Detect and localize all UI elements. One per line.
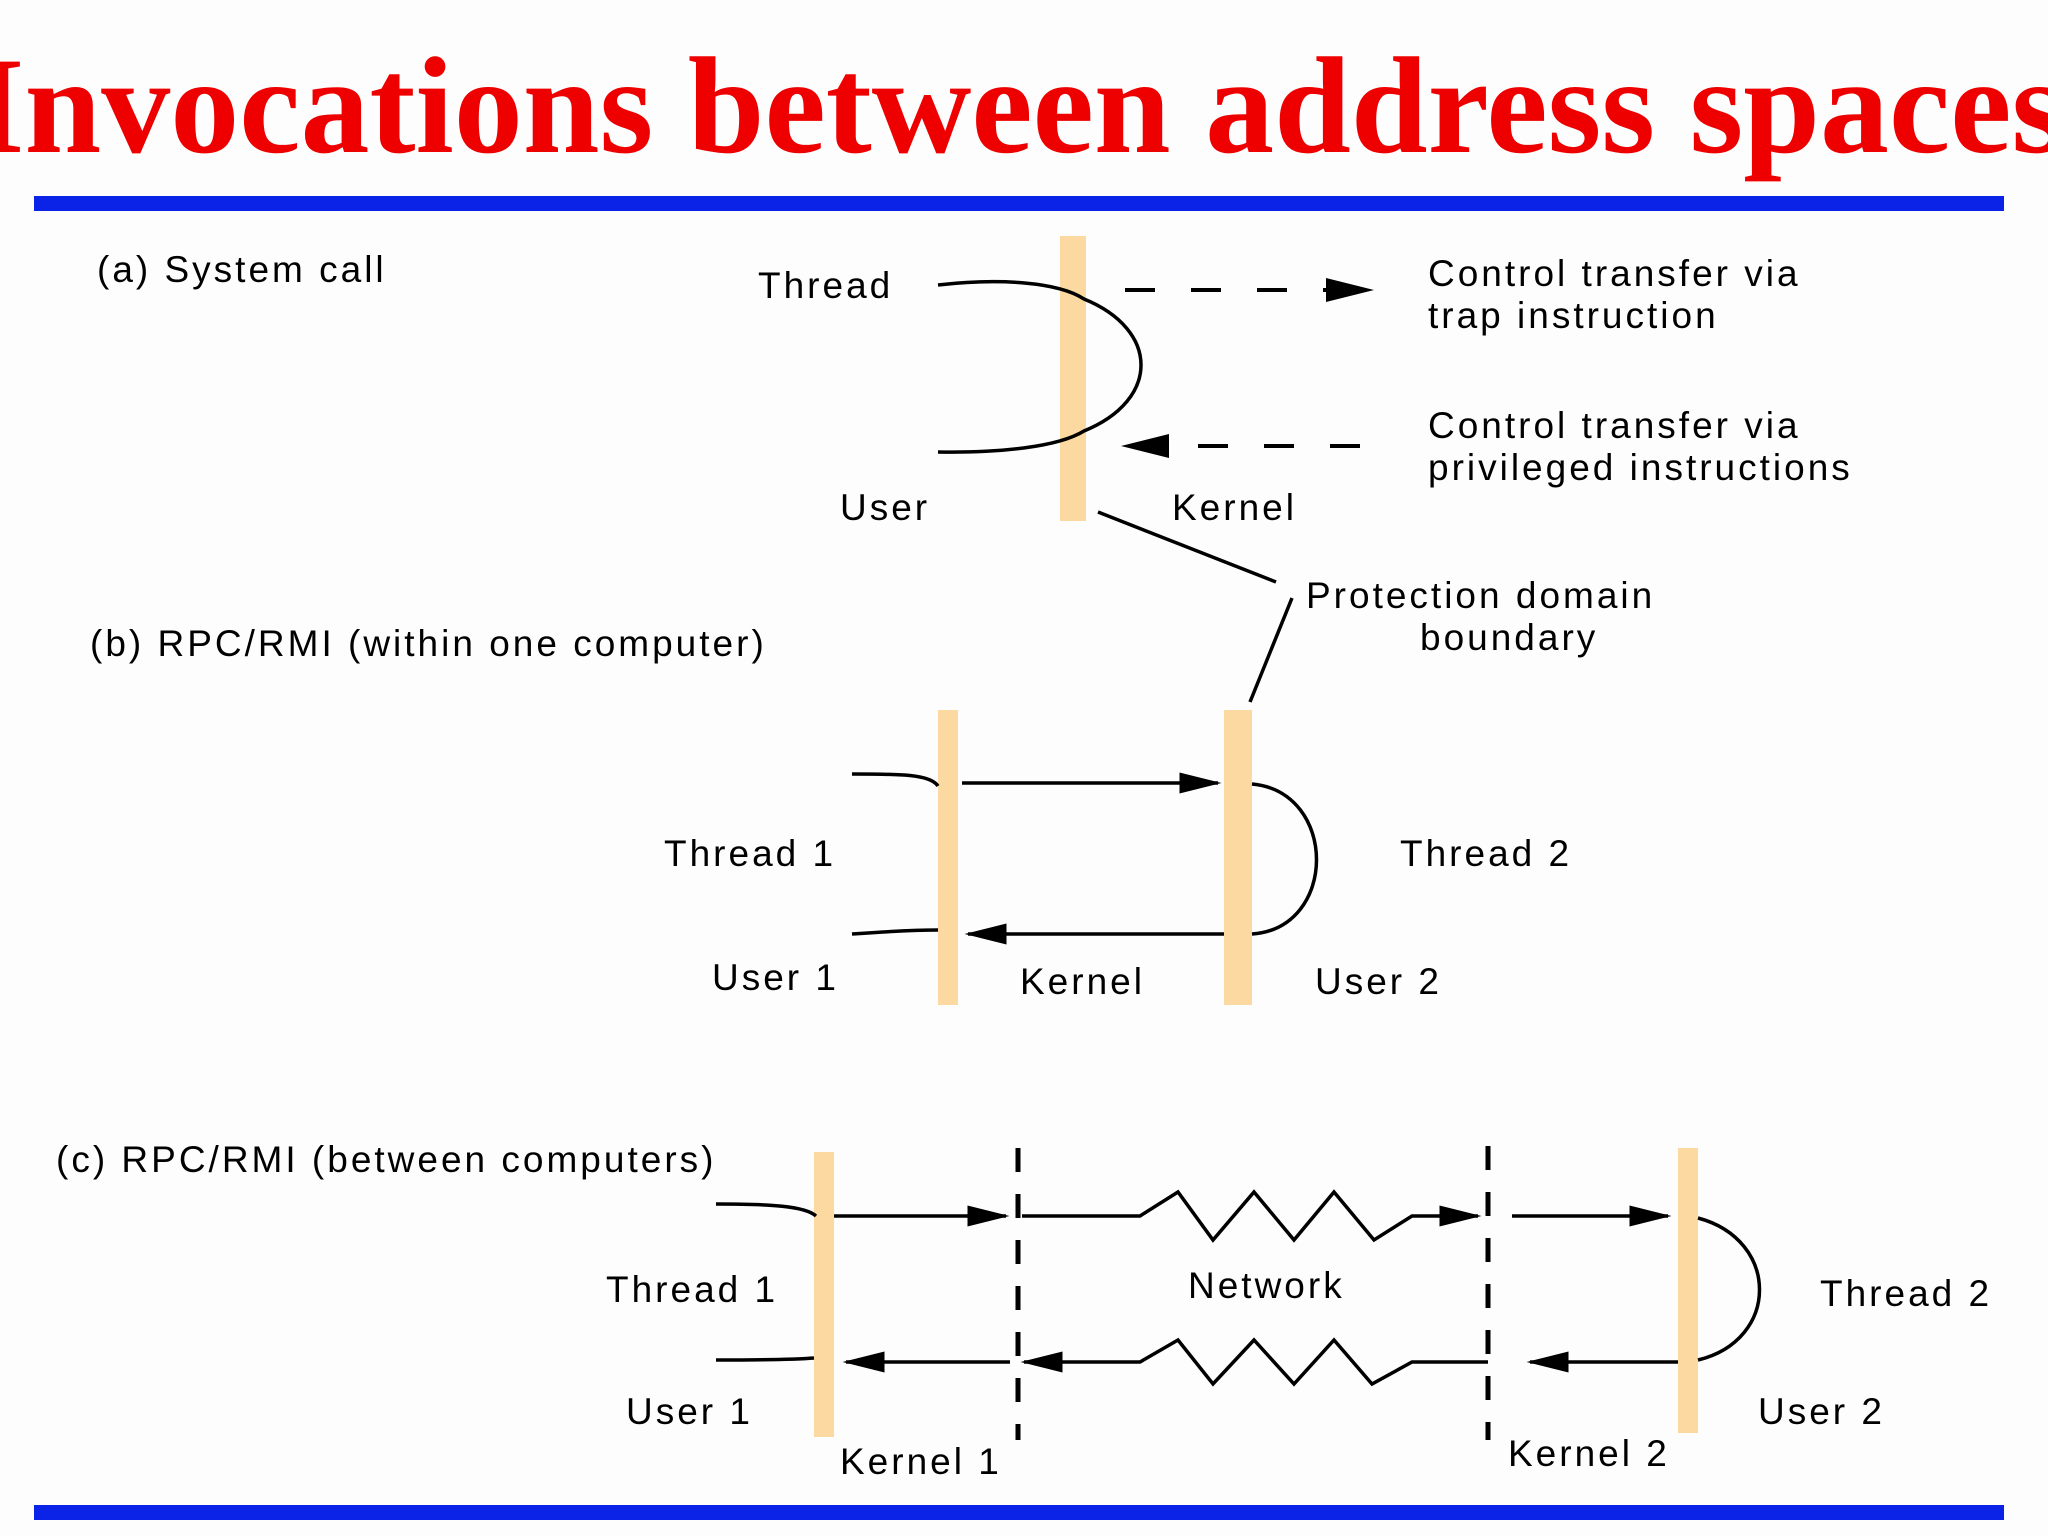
user-label-a: User [840, 487, 930, 528]
thread-label-a: Thread [758, 265, 893, 306]
system-call-thread-path [937, 279, 1143, 454]
kernel1-label-c: Kernel 1 [840, 1441, 1002, 1482]
kernel-label-a: Kernel [1172, 487, 1297, 528]
thread1-incoming-b [851, 772, 940, 788]
bottom-rule [34, 1505, 2004, 1520]
boundary-b-right [1224, 710, 1252, 1005]
page-title: Invocations between address spaces [0, 29, 2048, 182]
boundary-c-right [1678, 1148, 1698, 1433]
boundary-b-left [938, 710, 958, 1005]
protection-label-line1: Protection domain [1306, 575, 1655, 616]
protection-domain-callout: Protection domain boundary [1097, 510, 1655, 703]
thread2-loop-c [1697, 1216, 1762, 1362]
user1-label-c: User 1 [626, 1391, 753, 1432]
boundary-c-left [814, 1152, 834, 1437]
thread1-incoming-c [715, 1202, 818, 1218]
title-rule [34, 196, 2004, 211]
protection-boundary-a [1060, 236, 1086, 521]
thread1-outgoing-c [715, 1356, 815, 1362]
user2-label-c: User 2 [1758, 1391, 1885, 1432]
section-a-heading: (a) System call [97, 249, 387, 290]
trap-note-line2: trap instruction [1428, 295, 1719, 336]
network-zigzag-request [1022, 1189, 1482, 1243]
section-b-heading: (b) RPC/RMI (within one computer) [90, 623, 767, 664]
kernel-label-b: Kernel [1020, 961, 1145, 1002]
section-a-system-call: (a) System call Thread User Kernel Contr… [97, 236, 1853, 528]
network-label: Network [1188, 1265, 1345, 1306]
thread2-label-c: Thread 2 [1820, 1273, 1992, 1314]
privileged-note-line1: Control transfer via [1428, 405, 1801, 446]
user1-label-b: User 1 [712, 957, 839, 998]
thread1-label-b: Thread 1 [664, 833, 836, 874]
thread2-label-b: Thread 2 [1400, 833, 1572, 874]
section-b-rpc-local: (b) RPC/RMI (within one computer) Thread… [90, 623, 1572, 1005]
thread1-outgoing-b [851, 928, 939, 936]
privileged-note-line2: privileged instructions [1428, 447, 1853, 488]
kernel2-label-c: Kernel 2 [1508, 1433, 1670, 1474]
thread1-label-c: Thread 1 [606, 1269, 778, 1310]
network-zigzag-reply [1020, 1337, 1488, 1387]
section-c-heading: (c) RPC/RMI (between computers) [56, 1139, 716, 1180]
section-c-rpc-remote: (c) RPC/RMI (between computers) Thread 1… [56, 1139, 1992, 1482]
user2-label-b: User 2 [1315, 961, 1442, 1002]
thread2-loop-b [1251, 782, 1319, 936]
protection-pointer-lines [1097, 510, 1294, 703]
protection-label-line2: boundary [1420, 617, 1598, 658]
trap-note-line1: Control transfer via [1428, 253, 1801, 294]
